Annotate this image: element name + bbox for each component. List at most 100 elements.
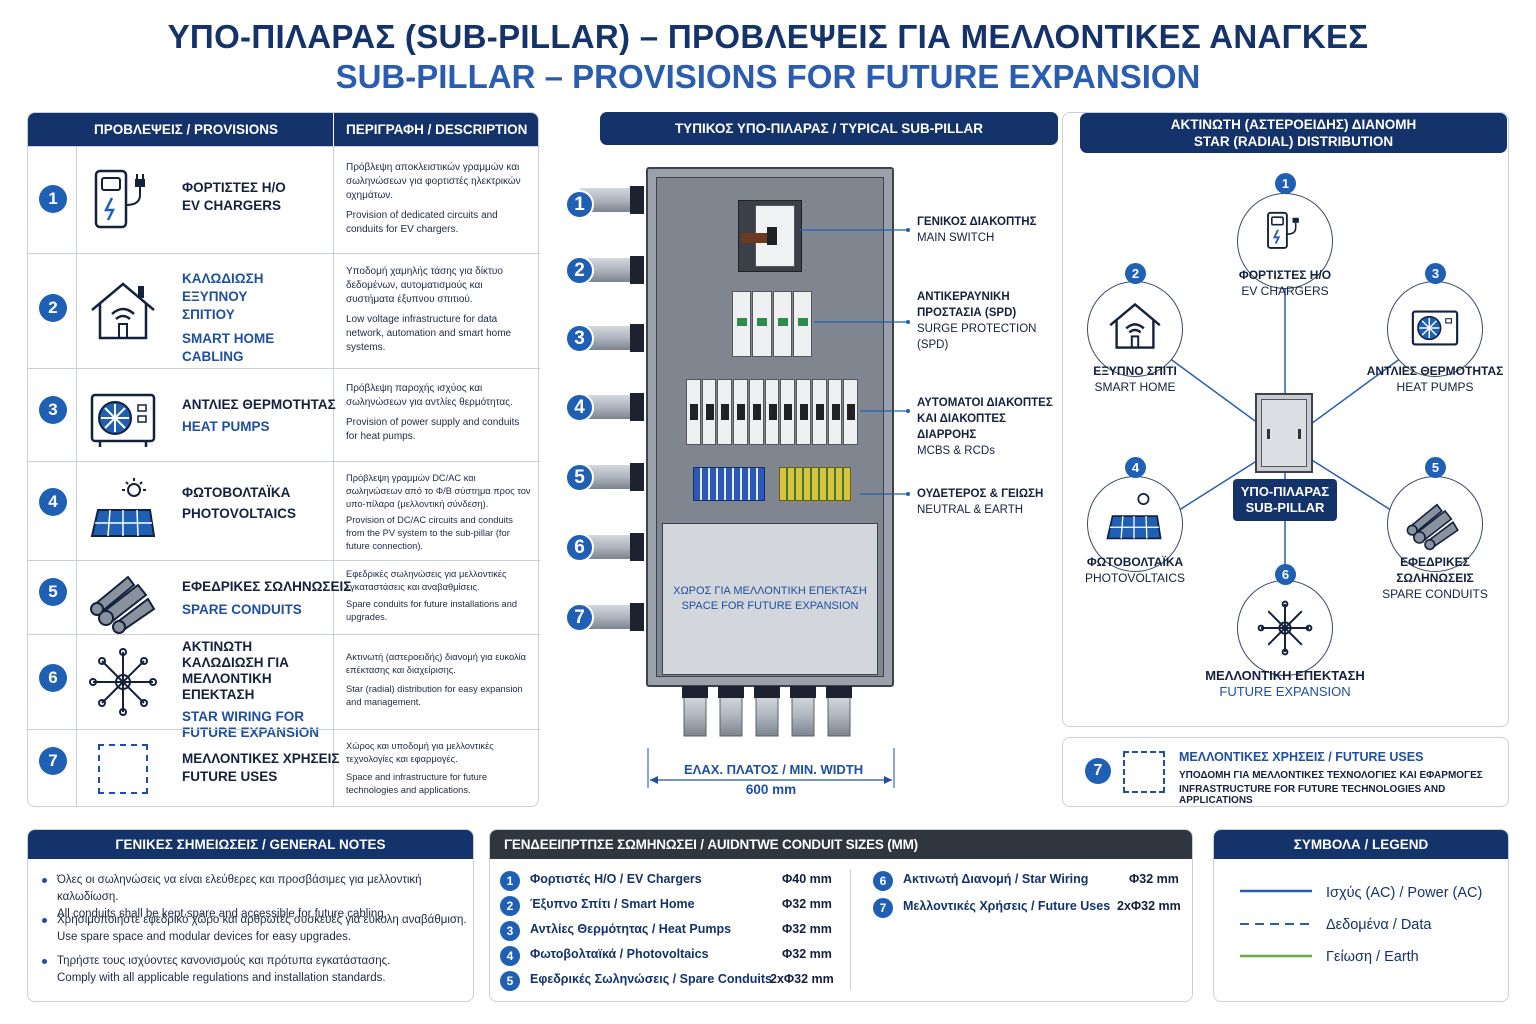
provisions-col2-title: ΠΕΡΙΓΡΑΦΗ / DESCRIPTION [346, 122, 528, 137]
callout-main-switch-en: MAIN SWITCH [917, 232, 995, 244]
star-node-label-en: SPARE CONDUITS [1382, 587, 1488, 601]
mcb-rcd-row [686, 379, 859, 445]
conduits-icon [90, 575, 156, 634]
star-header: ΑΚΤΙΝΩΤΗ (ΑΣΤΕΡΟΕΙΔΗΣ) ΔΙΑΝΟΜΗ STAR (RAD… [1080, 113, 1507, 153]
entry-number: 6 [565, 533, 594, 562]
conduit-sizes-panel: ΓΕΝΔΕΕΙΠΡΤΠΣΕ ΣΩΜΗΝΩΣΕΙ / AUIDNTWE CONDU… [489, 829, 1193, 1002]
page-title-block: ΥΠΟ-ΠΙΛΑΡΑΣ (SUB-PILLAR) – ΠΡΟΒΛΕΨΕΙΣ ΓΙ… [0, 18, 1536, 96]
future-uses-desc-gr: ΥΠΟΔΟΜΗ ΓΙΑ ΜΕΛΛΟΝΤΙΚΕΣ ΤΕΧΝΟΛΟΓΙΕΣ ΚΑΙ … [1179, 770, 1483, 781]
star-node-number: 3 [1425, 263, 1446, 284]
smart-home-icon [91, 282, 155, 340]
provisions-col1-title: ΠΡΟΒΛΕΨΕΙΣ / PROVISIONS [94, 122, 279, 137]
row-number: 1 [39, 185, 67, 213]
future-uses-icon [98, 744, 148, 794]
solar-panel-icon [1106, 493, 1162, 540]
provision-desc-gr: Πρόβλεψη αποκλειστικών γραμμών και σωλην… [346, 162, 521, 201]
conduit-row-label: Εφεδρικές Σωληνώσεις / Spare Conduits [530, 972, 772, 986]
provision-label-en: SPARE CONDUITS [182, 602, 302, 617]
provision-label-gr: ΚΑΛΩΔΙΩΣΗ ΕΞΥΠΝΟΥ ΣΠΙΤΙΟΥ [182, 271, 264, 322]
entry-number: 7 [565, 603, 594, 632]
provision-label-gr: ΦΟΡΤΙΣΤΕΣ Η/Ο [182, 180, 286, 195]
conduit-row-label: Φορτιστές Η/Ο / EV Chargers [530, 872, 702, 886]
provision-desc-gr: Πρόβλεψη γραμμών DC/AC και σωληνώσεων απ… [346, 473, 531, 509]
note-en: Comply with all applicable regulations a… [57, 972, 386, 984]
provision-desc-en: Low voltage infrastructure for data netw… [346, 314, 512, 353]
main-switch [738, 200, 802, 272]
star-wiring-icon [89, 648, 157, 716]
provision-desc-gr: Ακτινωτή (αστεροειδής) διανομή για ευκολ… [346, 652, 527, 675]
cabinet-enclosure: ΧΩΡΟΣ ΓΙΑ ΜΕΛΛΟΝΤΙΚΗ ΕΠΕΚΤΑΣΗ SPACE FOR … [646, 167, 894, 687]
provision-label-en: STAR WIRING FOR FUTURE EXPANSION [182, 709, 320, 740]
provision-desc-en: Provision of DC/AC circuits and conduits… [346, 515, 513, 551]
row-number: 7 [39, 747, 67, 775]
conduit-row-number: 4 [500, 946, 520, 966]
entry-number: 4 [565, 393, 594, 422]
sub-pillar-label-l2: SUB-PILLAR [1245, 500, 1325, 515]
star-node-label-en: HEAT PUMPS [1396, 380, 1474, 394]
conduit-sizes-header: ΓΕΝΔΕΕΙΠΡΤΠΣΕ ΣΩΜΗΝΩΣΕΙ / AUIDNTWE CONDU… [490, 830, 1192, 859]
provision-label-gr: ΕΦΕΔΡΙΚΕΣ ΣΩΛΗΝΩΣΕΙΣ [182, 579, 352, 594]
provision-desc-gr: Υποδομή χαμηλής τάσης για δίκτυο δεδομέν… [346, 266, 503, 305]
legend-label-power: Ισχύς (AC) / Power (AC) [1326, 885, 1483, 901]
provision-label-gr: ΜΕΛΛΟΝΤΙΚΕΣ ΧΡΗΣΕΙΣ [182, 751, 340, 766]
legend-label-data: Δεδομένα / Data [1326, 917, 1432, 933]
conduit-row-size: Φ40 mm [782, 872, 832, 886]
title-english: SUB-PILLAR – PROVISIONS FOR FUTURE EXPAN… [335, 58, 1201, 95]
neutral-terminal-bar [693, 467, 765, 501]
entry-number: 2 [565, 256, 594, 285]
conduit-row-label: Ακτινωτή Διανομή / Star Wiring [903, 872, 1089, 886]
callout-mcb-gr: ΑΥΤΟΜΑΤΟΙ ΔΙΑΚΟΠΤΕΣ ΚΑΙ ΔΙΑΚΟΠΤΕΣ ΔΙΑΡΡΟ… [917, 397, 1053, 441]
row-number: 4 [39, 488, 67, 516]
callout-neutral-earth-en: NEUTRAL & EARTH [917, 504, 1024, 516]
provision-desc-en: Star (radial) distribution for easy expa… [346, 684, 523, 707]
legend-line-earth [1240, 954, 1312, 958]
conduit-row-size: 2xΦ32 mm [770, 972, 834, 986]
provisions-header: ΠΡΟΒΛΕΨΕΙΣ / PROVISIONS ΠΕΡΙΓΡΑΦΗ / DESC… [28, 113, 538, 146]
width-dimension-line [647, 748, 895, 788]
bottom-conduit-entries [682, 686, 852, 737]
callout-leader-lines [800, 228, 910, 496]
provision-desc-gr: Εφεδρικές σωληνώσεις για μελλοντικές εγκ… [346, 569, 507, 592]
note-gr: Χρησιμοποιήστε εφεδρικό χώρο και αρθρωτέ… [57, 914, 467, 926]
provision-desc-gr: Χώρος και υποδομή για μελλοντικές τεχνολ… [346, 741, 494, 764]
note-item: Χρησιμοποιήστε εφεδρικό χώρο και αρθρωτέ… [42, 912, 472, 946]
note-item: Τηρήστε τους ισχύοντες κανονισμούς και π… [42, 953, 472, 987]
surge-protection-device [732, 291, 812, 357]
conduit-row-size: Φ32 mm [1129, 872, 1179, 886]
entry-number: 5 [565, 463, 594, 492]
conduit-row-label: Μελλοντικές Χρήσεις / Future Uses [903, 899, 1111, 913]
sub-pillar-cabinet [1255, 393, 1313, 473]
provision-desc-en: Spare conduits for future installations … [346, 599, 518, 622]
provision-row: 7 ΜΕΛΛΟΝΤΙΚΕΣ ΧΡΗΣΕΙΣ FUTURE USES Χώρος κ… [28, 729, 540, 808]
provision-row: 6 ΑΚΤΙΝΩΤΗ ΚΑΛΩΔΙΩΣΗ ΓΙΑ ΜΕΛΛΟΝΤΙΚΗ ΕΠΕΚ… [28, 634, 540, 740]
heat-pump-icon [90, 393, 156, 447]
min-width-value: 600 mm [745, 782, 797, 797]
row-number: 3 [39, 396, 67, 424]
provision-label-gr: ΑΝΤΛΙΕΣ ΘΕΡΜΟΤΗΤΑΣ [182, 397, 336, 412]
general-notes-panel: ΓΕΝΙΚΕΣ ΣΗΜΕΙΩΣΕΙΣ / GENERAL NOTES Όλες … [27, 829, 474, 1002]
star-node-label-gr: ΑΝΤΛΙΕΣ ΘΕΡΜΟΤΗΤΑΣ [1366, 364, 1504, 378]
legend-header: ΣΥΜΒΟΛΑ / LEGEND [1214, 830, 1508, 859]
star-node-label-gr: ΕΦΕΔΡΙΚΕΣ ΣΩΛΗΝΩΣΕΙΣ [1396, 555, 1474, 585]
callout-main-switch-gr: ΓΕΝΙΚΟΣ ΔΙΑΚΟΠΤΗΣ [917, 216, 1037, 228]
legend-label-earth: Γείωση / Earth [1326, 949, 1419, 965]
note-en: All conduits shall be kept spare and acc… [57, 908, 387, 920]
provision-label-gr: ΑΚΤΙΝΩΤΗ ΚΑΛΩΔΙΩΣΗ ΓΙΑ ΜΕΛΛΟΝΤΙΚΗ ΕΠΕΚΤΑ… [182, 639, 289, 702]
typical-sub-pillar-diagram: 1 2 3 4 5 6 7 [560, 150, 1080, 810]
min-width-label: ΕΛΑΧ. ΠΛΑΤΟΣ / MIN. WIDTH [680, 762, 868, 777]
provision-label-gr: ΦΩΤΟΒΟΛΤΑΪΚΑ [182, 485, 291, 500]
provision-desc-gr: Πρόβλεψη παροχής ισχύος και σωληνώσεων γ… [346, 383, 513, 408]
expansion-space-label-en: SPACE FOR FUTURE EXPANSION [681, 600, 859, 612]
sub-pillar-label-l1: ΥΠΟ-ΠΙΛΑΡΑΣ [1240, 484, 1330, 499]
entry-number: 1 [565, 190, 594, 219]
star-header-l1: ΑΚΤΙΝΩΤΗ (ΑΣΤΕΡΟΕΙΔΗΣ) ΔΙΑΝΟΜΗ [1170, 117, 1417, 132]
future-uses-icon [1123, 751, 1165, 793]
expansion-space-label-gr: ΧΩΡΟΣ ΓΙΑ ΜΕΛΛΟΝΤΙΚΗ ΕΠΕΚΤΑΣΗ [673, 585, 867, 597]
provision-label-en: FUTURE USES [182, 769, 278, 784]
